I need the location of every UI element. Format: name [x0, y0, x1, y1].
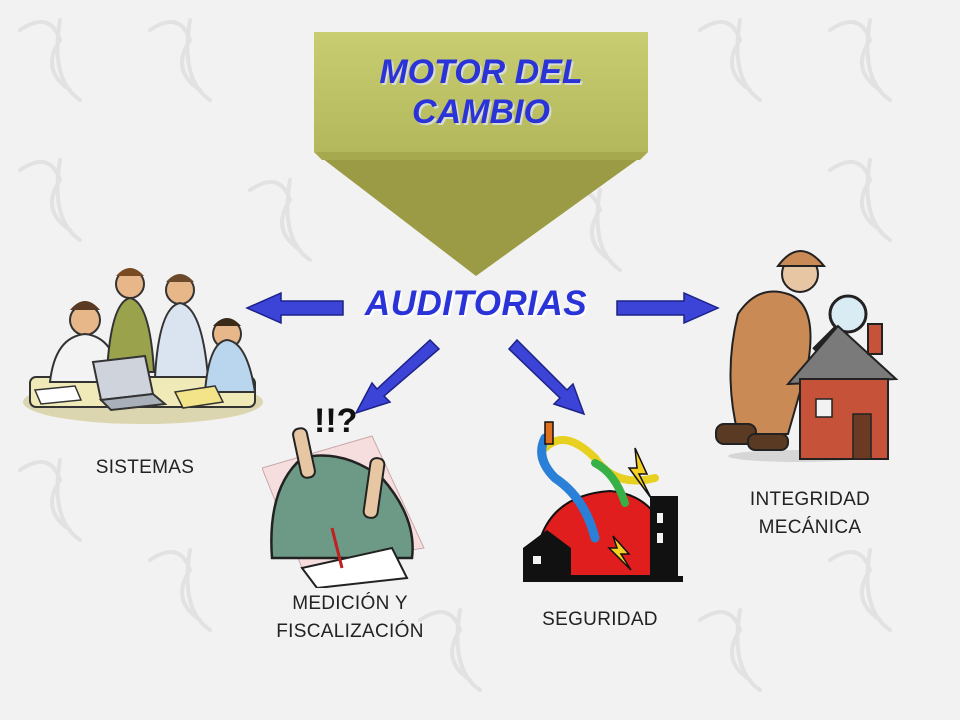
- hub-label: AUDITORIAS: [364, 284, 588, 323]
- arrow-down-right: [507, 338, 586, 416]
- label-seguridad: SEGURIDAD: [542, 609, 658, 630]
- overwhelmed-person-clipart: !!?: [262, 402, 425, 588]
- funnel-title: MOTOR DEL CAMBIO: [316, 52, 646, 132]
- funnel-shape: [314, 32, 648, 276]
- accident-clipart: [523, 421, 683, 582]
- svg-text:!!?: !!?: [314, 402, 357, 440]
- funnel-title-line1: MOTOR DEL: [379, 53, 583, 91]
- team-computer-clipart: [23, 268, 263, 424]
- arrow-left: [245, 291, 344, 325]
- label-integridad-line2: MECÁNICA: [758, 517, 862, 538]
- detective-house-clipart: [715, 250, 899, 462]
- label-integridad: INTEGRIDAD MECÁNICA: [710, 486, 910, 542]
- label-integridad-line1: INTEGRIDAD: [749, 489, 871, 510]
- label-medicion-line2: FISCALIZACIÓN: [276, 621, 424, 642]
- arrow-right: [616, 291, 720, 325]
- arrow-down-left: [354, 338, 441, 415]
- label-sistemas: SISTEMAS: [95, 457, 195, 478]
- funnel-title-line2: CAMBIO: [412, 93, 550, 131]
- label-medicion: MEDICIÓN Y FISCALIZACIÓN: [235, 590, 465, 646]
- label-medicion-line1: MEDICIÓN Y: [292, 593, 408, 614]
